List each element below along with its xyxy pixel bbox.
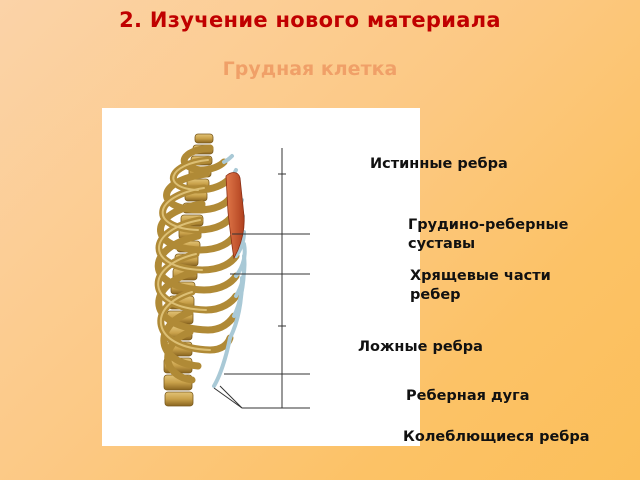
pointer-lines (213, 148, 310, 409)
sternum (225, 172, 245, 260)
rib-cage-drawing (154, 133, 310, 409)
label-false-ribs: Ложные ребра (358, 339, 483, 355)
rib-cage-illustration (102, 108, 420, 446)
label-true-ribs: Истинные ребра (370, 156, 508, 172)
slide-subtitle: Грудная клетка (222, 58, 398, 80)
label-sternocostal-joints: Грудино-реберные суставы (408, 217, 569, 252)
label-costal-arch: Реберная дуга (406, 388, 530, 404)
label-floating-ribs: Колеблющиеся ребра (403, 429, 590, 445)
label-costal-cartilages: Хрящевые части ребер (410, 268, 551, 303)
slide-title: 2. Изучение нового материала (119, 8, 501, 32)
